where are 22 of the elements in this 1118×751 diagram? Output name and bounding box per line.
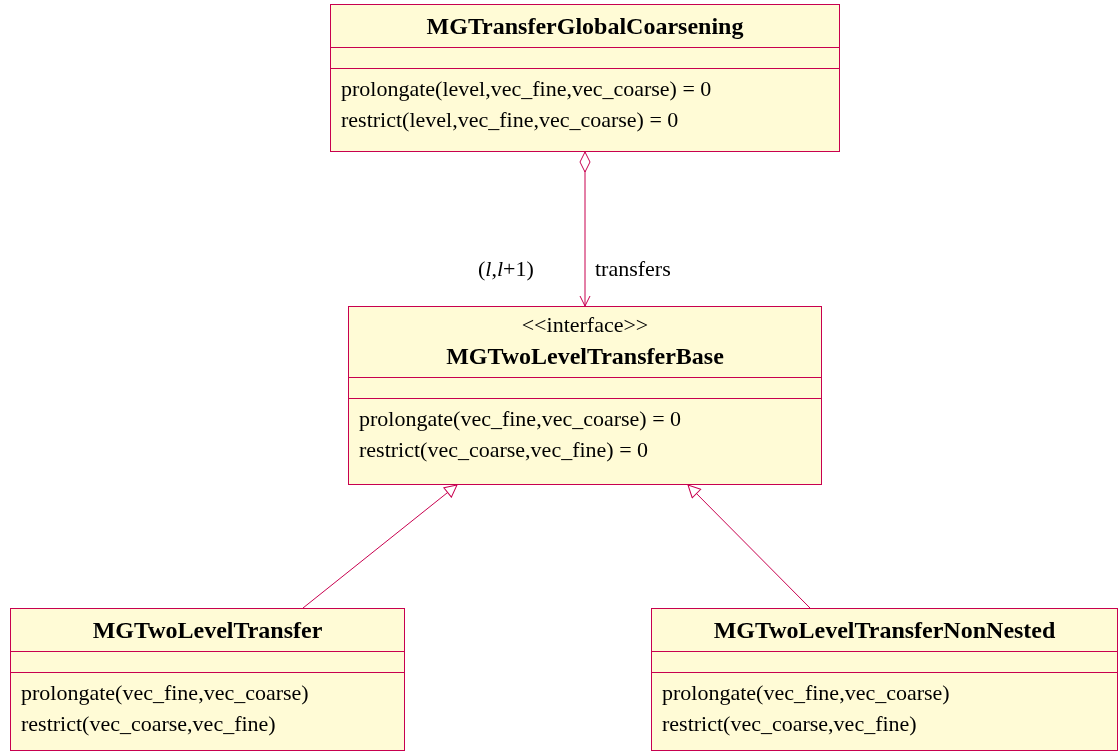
class-box — [330, 4, 840, 152]
class-name: MGTwoLevelTransfer — [92, 616, 323, 645]
class-name: MGTwoLevelTransferBase — [446, 342, 724, 371]
multiplicity-label: (l,l+1) — [478, 255, 534, 283]
method-text: restrict(vec_coarse,vec_fine) — [662, 710, 918, 738]
stereotype-label: <<interface>> — [521, 311, 649, 339]
method-text: restrict(vec_coarse,vec_fine) = 0 — [359, 436, 650, 464]
class-name: MGTwoLevelTransferNonNested — [713, 616, 1056, 645]
class-name: MGTransferGlobalCoarsening — [426, 12, 744, 41]
class-box — [651, 608, 1118, 751]
aggregation-arrow — [579, 151, 591, 307]
class-box — [10, 608, 405, 751]
class-box — [348, 306, 822, 485]
method-text: restrict(level,vec_fine,vec_coarse) = 0 — [341, 106, 680, 134]
inheritance-arrow — [302, 484, 458, 609]
method-text: prolongate(level,vec_fine,vec_coarse) = 0 — [341, 75, 713, 103]
method-text: prolongate(vec_fine,vec_coarse) — [662, 679, 951, 707]
method-text: prolongate(vec_fine,vec_coarse) — [21, 679, 310, 707]
inheritance-arrow — [687, 484, 811, 609]
method-text: restrict(vec_coarse,vec_fine) — [21, 710, 277, 738]
edge-label: transfers — [595, 255, 671, 283]
method-text: prolongate(vec_fine,vec_coarse) = 0 — [359, 405, 683, 433]
